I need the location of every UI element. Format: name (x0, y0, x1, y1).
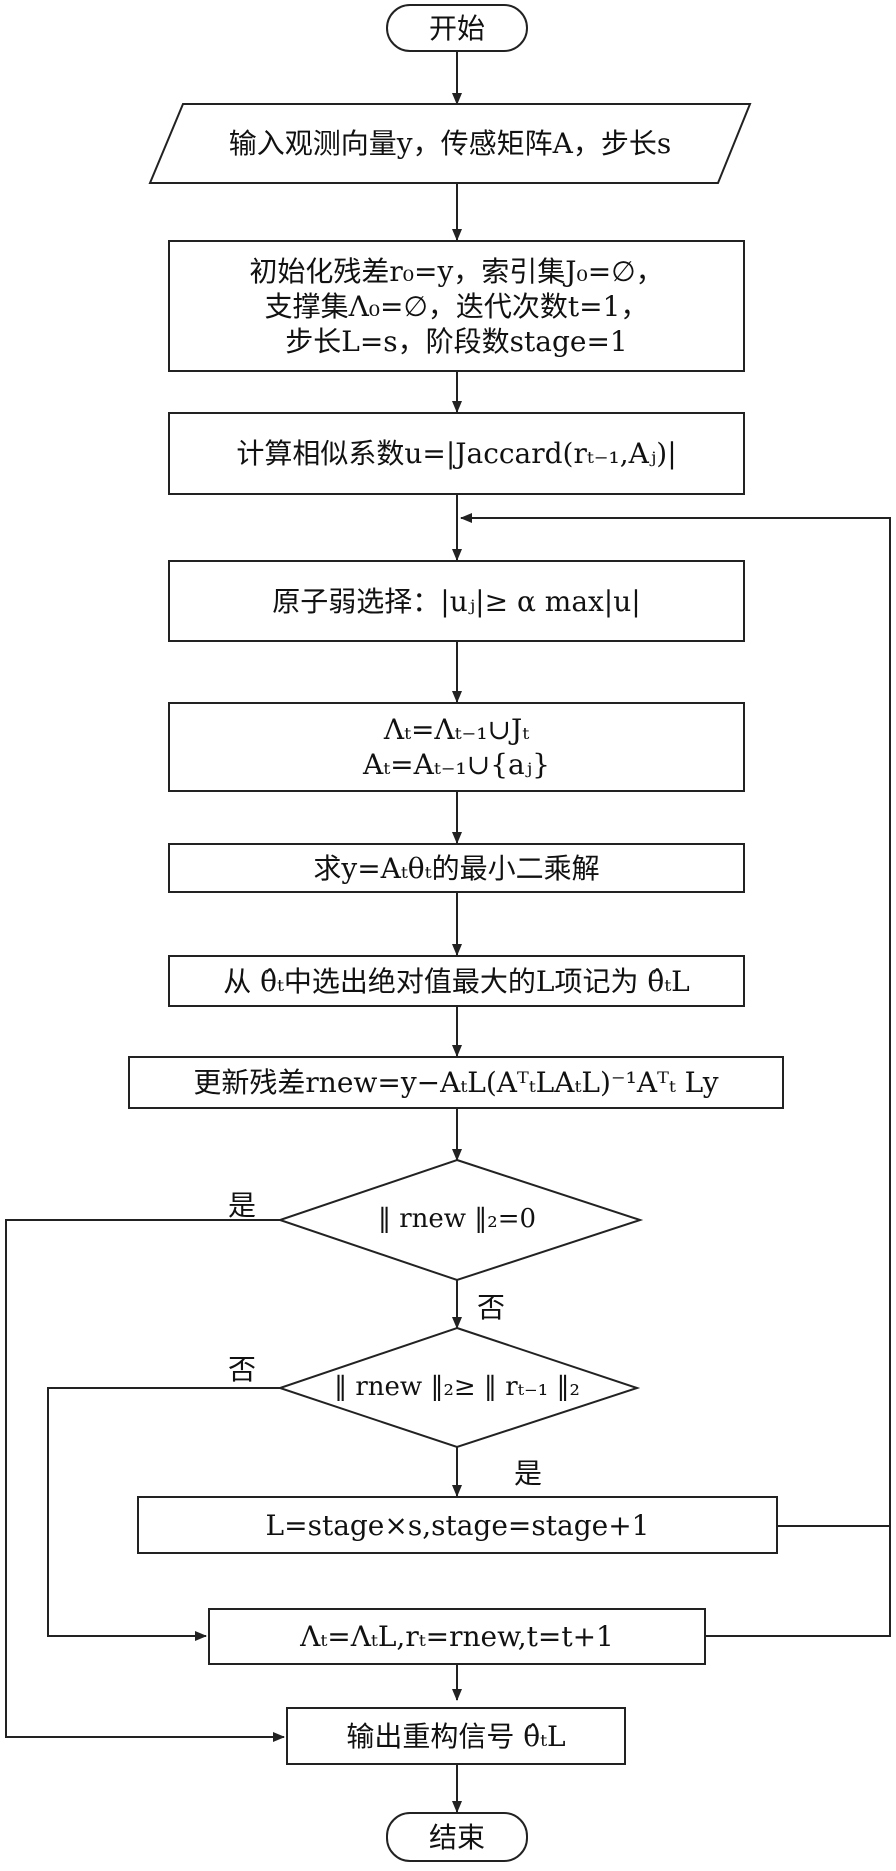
arrow-cond2-no-iter (47, 1387, 280, 1641)
update-residual-label: 更新残差rnew=y−AₜL(AᵀₜLAₜL)⁻¹Aᵀₜ Ly (193, 1066, 719, 1099)
loop-iter-back (706, 1526, 891, 1637)
cond2-no-label: 否 (228, 1353, 257, 1386)
input-label: 输入观测向量y，传感矩阵A，步长s (228, 127, 672, 160)
least-squares-label: 求y=Aₜθₜ的最小二乘解 (313, 851, 600, 885)
end-terminal: 结束 (386, 1812, 528, 1862)
cond2-diamond (276, 1326, 641, 1449)
update-sets-line-2: Aₜ=Aₜ₋₁∪{aⱼ} (363, 748, 550, 781)
init-line-3: 步长L=s，阶段数stage=1 (285, 324, 628, 358)
select-L-label: 从 θ̂ₜ中选出绝对值最大的L项记为 θ̂ₜL (223, 964, 690, 998)
cond1-no-label: 否 (477, 1291, 506, 1324)
cond1-diamond (276, 1158, 644, 1282)
cond2-label: ‖ rnew ‖₂≥ ‖ rₜ₋₁ ‖₂ (334, 1372, 580, 1402)
cond2-yes-label: 是 (514, 1457, 543, 1490)
start-label: 开始 (428, 11, 485, 45)
similarity-label: 计算相似系数u=|Jaccard(rₜ₋₁,Aⱼ)| (236, 437, 677, 470)
start-terminal: 开始 (386, 4, 528, 52)
update-sets-box: Λₜ=Λₜ₋₁∪Jₜ Aₜ=Aₜ₋₁∪{aⱼ} (168, 702, 745, 792)
weak-select-box: 原子弱选择：|uⱼ|≥ α max|u| (168, 560, 745, 642)
weak-select-label: 原子弱选择：|uⱼ|≥ α max|u| (272, 584, 641, 618)
input-parallelogram (148, 103, 752, 184)
loop-stage-back (460, 513, 891, 1527)
init-line-1: 初始化残差r₀=y，索引集J₀=∅， (249, 254, 664, 288)
stage-update-label: L=stage×s,stage=stage+1 (265, 1508, 650, 1542)
end-label: 结束 (428, 1820, 485, 1854)
arrow-cond1-yes-output (5, 1219, 285, 1742)
init-line-2: 支撑集Λ₀=∅，迭代次数t=1， (264, 289, 649, 323)
cond1-label: ‖ rnew ‖₂=0 (377, 1204, 537, 1234)
least-squares-box: 求y=Aₜθₜ的最小二乘解 (168, 843, 745, 893)
similarity-box: 计算相似系数u=|Jaccard(rₜ₋₁,Aⱼ)| (168, 412, 745, 495)
update-sets-line-1: Λₜ=Λₜ₋₁∪Jₜ (383, 713, 530, 746)
stage-update-box: L=stage×s,stage=stage+1 (137, 1496, 778, 1554)
select-L-box: 从 θ̂ₜ中选出绝对值最大的L项记为 θ̂ₜL (168, 955, 745, 1007)
init-box: 初始化残差r₀=y，索引集J₀=∅， 支撑集Λ₀=∅，迭代次数t=1， 步长L=… (168, 240, 745, 372)
cond1-yes-label: 是 (228, 1189, 257, 1222)
output-label: 输出重构信号 θ̂ₜL (346, 1719, 566, 1753)
iter-update-box: Λₜ=ΛₜL,rₜ=rnew,t=t+1 (208, 1608, 706, 1665)
output-box: 输出重构信号 θ̂ₜL (286, 1707, 626, 1765)
update-residual-box: 更新残差rnew=y−AₜL(AᵀₜLAₜL)⁻¹Aᵀₜ Ly (128, 1056, 784, 1109)
iter-update-label: Λₜ=ΛₜL,rₜ=rnew,t=t+1 (300, 1620, 614, 1653)
input-node: 输入观测向量y，传感矩阵A，步长s (170, 104, 730, 183)
